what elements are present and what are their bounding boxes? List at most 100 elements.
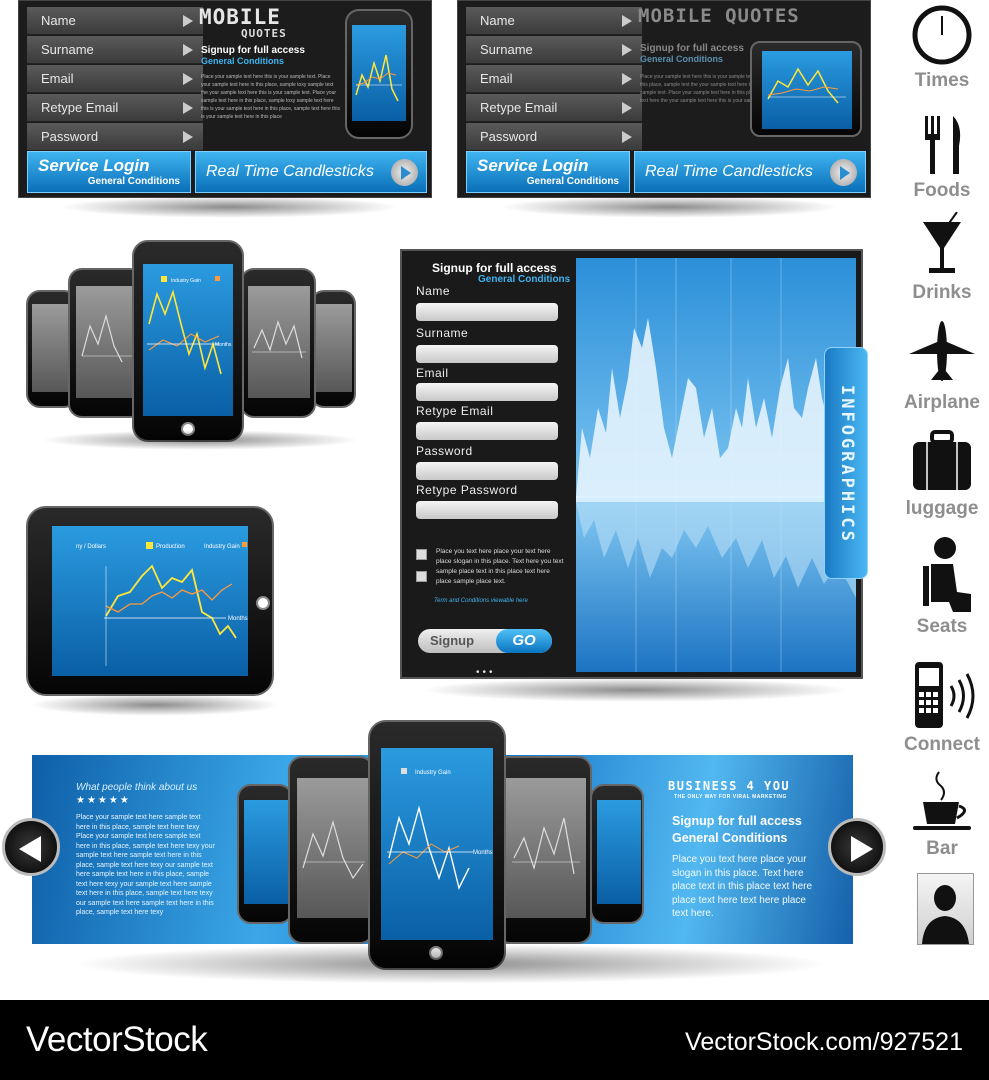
go-button[interactable]: GO bbox=[496, 629, 552, 653]
phone-mockup-gray bbox=[68, 268, 144, 418]
phone-mockup-gray bbox=[310, 290, 356, 408]
tablet-mockup bbox=[750, 41, 862, 137]
retype-email-label: Retype Email bbox=[416, 404, 494, 418]
surname-input[interactable] bbox=[416, 345, 558, 363]
signup-title: Signup for full access bbox=[432, 261, 557, 275]
user-avatar-icon[interactable] bbox=[917, 873, 974, 945]
phone-mockup-main: Industry Gain Months bbox=[368, 720, 506, 970]
footer-image-id: VectorStock.com/927521 bbox=[685, 1028, 963, 1056]
surname-field[interactable]: Surname bbox=[466, 36, 642, 64]
service-login-button[interactable]: Service Login General Conditions bbox=[466, 151, 630, 193]
widget-title: MOBILE QUOTES bbox=[638, 5, 800, 27]
svg-text:Months: Months bbox=[215, 342, 232, 348]
retype-email-field[interactable]: Retype Email bbox=[27, 94, 203, 122]
infographic-area-chart bbox=[576, 258, 856, 672]
brand-logo: BUSINESS 4 YOU bbox=[668, 779, 791, 793]
signup-heading: Signup for full access General Condition… bbox=[640, 43, 744, 64]
mini-line-chart bbox=[355, 54, 402, 102]
seats-label: Seats bbox=[916, 616, 968, 637]
name-field[interactable]: Name bbox=[466, 7, 642, 35]
phone-screen: Industry Gain Months bbox=[143, 264, 233, 416]
banner-shadow bbox=[70, 944, 830, 984]
chevron-left-icon bbox=[19, 836, 41, 862]
play-arrow-icon bbox=[183, 44, 193, 56]
line-chart: ny / Dollars Production Industry Gain Mo… bbox=[76, 542, 248, 666]
email-label: Email bbox=[416, 366, 449, 380]
phone-mockup-main: Industry Gain Months bbox=[132, 240, 244, 442]
terms-link[interactable]: Term and Conditions viewable here bbox=[434, 598, 528, 604]
testimonial-title: What people think about us bbox=[76, 782, 198, 793]
signup-heading: Signup for full access General Condition… bbox=[201, 45, 305, 66]
panel-shadow bbox=[420, 678, 850, 702]
fork-knife-icon bbox=[905, 116, 979, 174]
retype-password-input[interactable] bbox=[416, 501, 558, 519]
general-conditions-link[interactable]: General Conditions bbox=[478, 274, 571, 285]
play-arrow-icon bbox=[622, 44, 632, 56]
retype-email-input[interactable] bbox=[416, 422, 558, 440]
password-input[interactable] bbox=[416, 462, 558, 480]
line-chart: Industry Gain Months bbox=[387, 768, 493, 891]
name-field[interactable]: Name bbox=[27, 7, 203, 35]
play-arrow-icon bbox=[183, 15, 193, 27]
checkbox-2[interactable] bbox=[416, 571, 427, 582]
next-arrow-button[interactable] bbox=[828, 818, 886, 876]
foods-label: Foods bbox=[913, 180, 971, 201]
play-arrow-icon bbox=[622, 15, 632, 27]
password-field[interactable]: Password bbox=[27, 123, 203, 151]
airplane-icon bbox=[905, 318, 979, 384]
service-login-button[interactable]: Service Login General Conditions bbox=[27, 151, 191, 193]
infographics-tab[interactable]: INFOGRAPHICS bbox=[824, 347, 868, 579]
surname-field[interactable]: Surname bbox=[27, 36, 203, 64]
phone-screen bbox=[76, 286, 138, 398]
pagination-dots[interactable]: ••• bbox=[476, 667, 496, 678]
cocktail-icon bbox=[905, 211, 979, 276]
connect-label: Connect bbox=[904, 734, 980, 755]
svg-text:Industry Gain: Industry Gain bbox=[204, 544, 240, 550]
svg-text:Production: Production bbox=[156, 544, 185, 550]
chevron-right-icon bbox=[851, 836, 873, 862]
widget-title: MOBILE bbox=[199, 5, 281, 29]
surname-label: Surname bbox=[416, 326, 469, 340]
tablet-mockup: ny / Dollars Production Industry Gain Mo… bbox=[26, 506, 274, 696]
email-field[interactable]: Email bbox=[466, 65, 642, 93]
widget-subtitle: QUOTES bbox=[241, 27, 287, 40]
candlesticks-button[interactable]: Real Time Candlesticks bbox=[634, 151, 866, 193]
bar-label: Bar bbox=[926, 838, 958, 859]
password-field[interactable]: Password bbox=[466, 123, 642, 151]
email-field[interactable]: Email bbox=[27, 65, 203, 93]
login-widget-1: Name Surname Email Retype Email Password… bbox=[18, 0, 432, 198]
play-arrow-icon bbox=[622, 102, 632, 114]
sample-text: Place your sample text here this is your… bbox=[640, 74, 778, 104]
phone-mockup bbox=[237, 784, 293, 924]
phone-screen bbox=[316, 304, 352, 392]
svg-text:Months: Months bbox=[228, 616, 248, 622]
play-button-icon bbox=[391, 159, 418, 186]
checkbox-1[interactable] bbox=[416, 549, 427, 560]
play-arrow-icon bbox=[622, 73, 632, 85]
home-button bbox=[181, 422, 195, 436]
email-input[interactable] bbox=[416, 383, 558, 401]
banner-signup: Signup for full access General Condition… bbox=[672, 814, 802, 845]
signup-panel: Signup for full access General Condition… bbox=[400, 249, 868, 679]
area-chart bbox=[576, 258, 856, 672]
svg-text:ny / Dollars: ny / Dollars bbox=[76, 544, 106, 550]
signup-button-label: Signup bbox=[430, 633, 475, 648]
svg-text:Industry Gain: Industry Gain bbox=[415, 770, 451, 776]
mini-line-chart bbox=[81, 313, 134, 363]
testimonial-text: Place your sample text here sample text … bbox=[76, 814, 215, 916]
signup-go-button[interactable]: Signup GO bbox=[418, 629, 552, 653]
home-button bbox=[429, 946, 443, 960]
banner-body: Place you text here place your slogan in… bbox=[672, 854, 813, 919]
prev-arrow-button[interactable] bbox=[2, 818, 60, 876]
name-label: Name bbox=[416, 284, 451, 298]
tablet-screen bbox=[762, 51, 852, 129]
name-input[interactable] bbox=[416, 303, 558, 321]
phone-shadow bbox=[40, 430, 360, 450]
phone-screen bbox=[506, 778, 586, 918]
line-chart: Industry Gain Months bbox=[147, 276, 232, 375]
retype-email-field[interactable]: Retype Email bbox=[466, 94, 642, 122]
mini-line-chart bbox=[512, 817, 580, 875]
footer-bar: VectorStock VectorStock.com/927521 bbox=[0, 1000, 989, 1080]
play-arrow-icon bbox=[183, 102, 193, 114]
candlesticks-button[interactable]: Real Time Candlesticks bbox=[195, 151, 427, 193]
